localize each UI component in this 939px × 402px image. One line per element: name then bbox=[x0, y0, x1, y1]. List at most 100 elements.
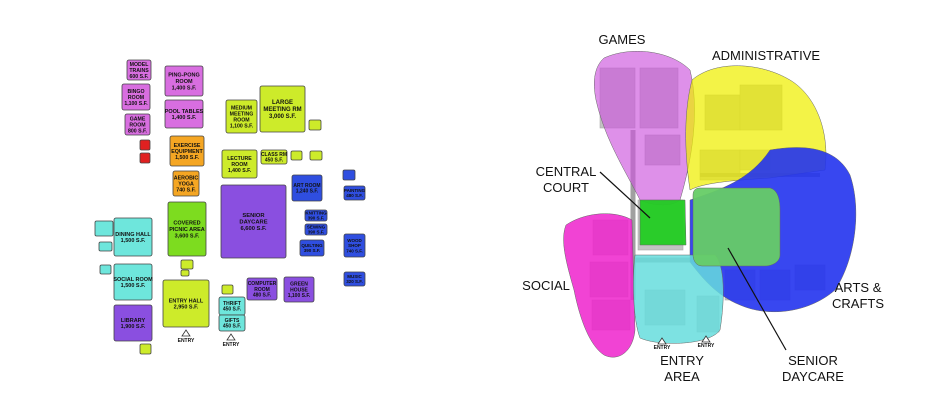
medium-meeting-room-label-line: MEETING bbox=[230, 111, 254, 117]
medium-meeting-room-label-line: ROOM bbox=[233, 117, 249, 123]
entry-area-label: ENTRY bbox=[660, 353, 704, 368]
entry-arrow-icon bbox=[701, 335, 711, 343]
covered-picnic-area-room-shape bbox=[167, 201, 207, 257]
computer-room-label-line: 480 S.F. bbox=[253, 293, 272, 299]
small-green-1-block bbox=[308, 119, 322, 131]
knitting-label-line: KNITTING bbox=[305, 210, 327, 215]
pool-tables-label-line: 1,400 S.F. bbox=[172, 115, 197, 121]
small-red-2-block bbox=[139, 152, 151, 164]
gifts-label-line: 450 S.F. bbox=[223, 324, 242, 330]
small-green-4-block bbox=[309, 150, 323, 161]
lecture-room-label-line: 1,400 S.F. bbox=[228, 168, 252, 174]
small-green-3-block bbox=[290, 150, 303, 161]
senior-daycare-zone-label: SENIOR bbox=[788, 353, 838, 368]
entry-hall-label-line: 2,950 S.F. bbox=[174, 305, 199, 311]
arts-crafts-label: ARTS & bbox=[835, 280, 882, 295]
lecture-room-room-shape bbox=[221, 149, 258, 179]
exercise-equipment-label-line: EQUIPMENT bbox=[171, 149, 203, 155]
games-label: GAMES bbox=[599, 32, 646, 47]
small-blue-1-block bbox=[342, 169, 356, 181]
computer-room-label-line: COMPUTER bbox=[248, 281, 277, 287]
senior-daycare-label-line: 6,600 S.F. bbox=[240, 226, 266, 232]
senior-daycare-zone-label: DAYCARE bbox=[782, 369, 844, 384]
covered-picnic-area-label-line: PICNIC AREA bbox=[169, 227, 205, 233]
medium-meeting-room-label-line: MEDIUM bbox=[231, 105, 252, 111]
art-room-label-line: 1,240 S.F. bbox=[296, 189, 319, 195]
library-label-line: 1,900 S.F. bbox=[121, 324, 146, 330]
painting-label-line: PAINTING bbox=[344, 188, 366, 193]
large-meeting-rm-label-line: LARGE bbox=[272, 100, 293, 106]
covered-picnic-area-label-line: COVERED bbox=[173, 221, 200, 227]
ping-pong-room-label-line: 1,400 S.F. bbox=[172, 85, 197, 91]
senior-daycare-label-line: DAYCARE bbox=[239, 220, 267, 226]
wood-shop-label-line: 740 S.F. bbox=[346, 248, 363, 253]
sewing-label-line: SEWING bbox=[307, 224, 326, 229]
quilting-room-shape bbox=[299, 239, 325, 257]
exercise-equipment-label-line: EXERCISE bbox=[174, 143, 201, 149]
bingo-room-label-line: BINGO bbox=[127, 89, 144, 95]
gifts-room-shape bbox=[218, 314, 246, 332]
administrative-label: ADMINISTRATIVE bbox=[712, 48, 820, 63]
social-room-label-line: SOCIAL ROOM bbox=[113, 277, 153, 283]
sewing-label-line: 390 S.F. bbox=[308, 230, 325, 235]
painting-room-shape bbox=[343, 185, 366, 201]
green-house-label-line: GREEN bbox=[290, 282, 308, 288]
senior-daycare-room-shape bbox=[220, 184, 287, 259]
large-meeting-rm-room-shape bbox=[259, 85, 306, 133]
quilting-label-line: 390 S.F. bbox=[304, 248, 321, 253]
art-room-room-shape bbox=[291, 174, 323, 202]
green-house-room-shape bbox=[283, 276, 315, 303]
thrift-label-line: 450 S.F. bbox=[223, 307, 242, 313]
medium-meeting-room-room-shape bbox=[225, 99, 258, 134]
aerobic-yoga-label-line: 740 S.F. bbox=[176, 187, 196, 193]
medium-meeting-room-label-line: 1,100 S.F. bbox=[230, 123, 254, 129]
dining-hall-label-line: DINING HALL bbox=[115, 232, 151, 238]
entry-label: ENTRY bbox=[223, 342, 240, 348]
small-green-8-block bbox=[180, 269, 190, 277]
model-trains-room-shape bbox=[126, 59, 152, 81]
arts-crafts-label: CRAFTS bbox=[832, 296, 884, 311]
knitting-label-line: 390 S.F. bbox=[308, 216, 325, 221]
game-room-label-line: 800 S.F. bbox=[128, 128, 148, 134]
library-label-line: LIBRARY bbox=[121, 318, 146, 324]
central-court-zone-shape bbox=[639, 199, 687, 246]
ping-pong-room-label-line: ROOM bbox=[175, 79, 193, 85]
wood-shop-label-line: SHOP bbox=[348, 243, 361, 248]
quilting-label-line: QUILTING bbox=[301, 243, 323, 248]
small-green-6-block bbox=[180, 259, 194, 270]
entry-label: ENTRY bbox=[178, 338, 195, 344]
sewing-room-shape bbox=[304, 223, 328, 236]
exercise-equipment-room-shape bbox=[169, 135, 205, 167]
social-room-room-shape bbox=[113, 263, 153, 301]
small-green-7-block bbox=[139, 343, 152, 355]
pool-tables-room-shape bbox=[164, 99, 204, 129]
green-house-label-line: HOUSE bbox=[290, 287, 308, 293]
entry-arrow-icon bbox=[181, 329, 191, 337]
large-meeting-rm-label-line: 3,000 S.F. bbox=[269, 114, 296, 120]
entry-area-zone-shape bbox=[633, 254, 724, 344]
small-cyan-2-block bbox=[98, 241, 113, 252]
aerobic-yoga-room-shape bbox=[172, 170, 200, 197]
model-trains-label-line: 600 S.F. bbox=[129, 74, 149, 80]
game-room-room-shape bbox=[124, 113, 151, 136]
